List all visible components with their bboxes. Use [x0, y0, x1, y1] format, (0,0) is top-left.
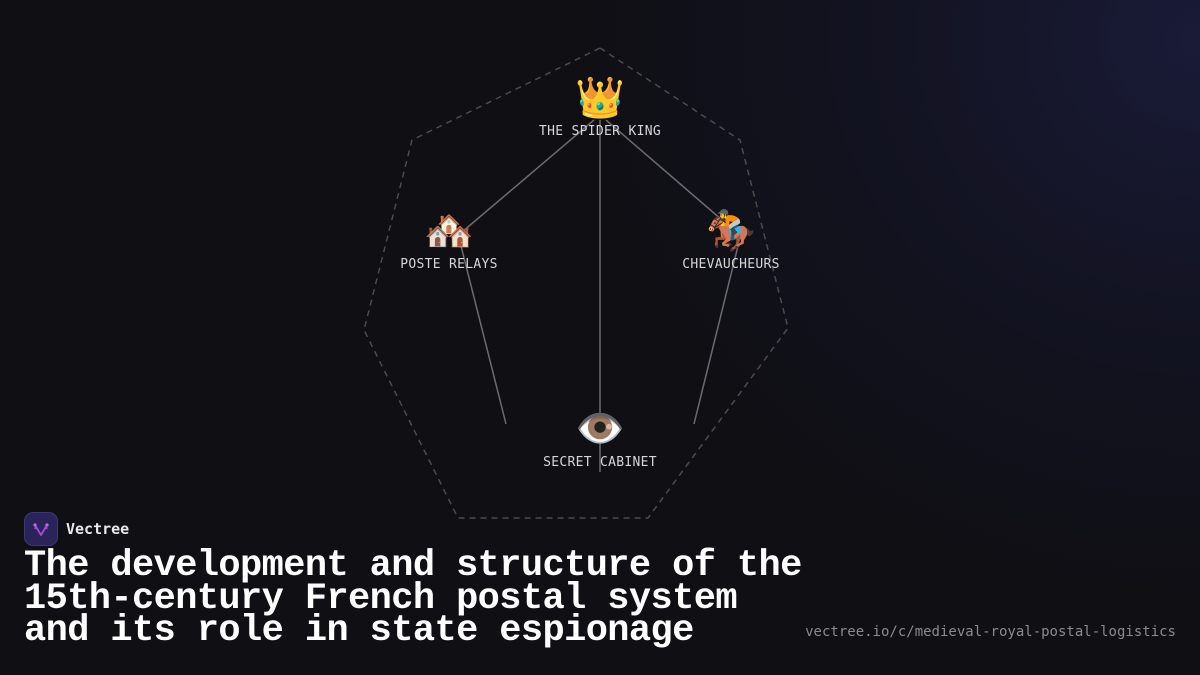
heptagon-frame [363, 47, 789, 519]
edge-riders-cabinet [693, 245, 739, 425]
eye-icon: 👁️ [575, 406, 625, 452]
node-spider-king[interactable]: 👑 THE SPIDER KING [539, 74, 661, 139]
edge-king-relays [461, 119, 595, 233]
brand-name: Vectree [66, 520, 130, 538]
crown-icon: 👑 [575, 75, 625, 121]
node-label: CHEVAUCHEURS [682, 257, 780, 272]
page-title: The development and structure of the 15t… [24, 545, 802, 652]
node-label: THE SPIDER KING [539, 124, 661, 139]
vectree-logo-icon [24, 512, 58, 546]
houses-icon: 🏘️ [424, 208, 474, 254]
source-url[interactable]: vectree.io/c/medieval-royal-postal-logis… [805, 624, 1176, 640]
edges [460, 119, 739, 472]
brand: Vectree [24, 512, 129, 546]
node-label: SECRET CABINET [543, 455, 657, 470]
node-poste-relays[interactable]: 🏘️ POSTE RELAYS [400, 207, 498, 272]
edge-king-riders [605, 119, 723, 221]
horse-racing-icon: 🏇 [706, 208, 756, 254]
title-line-2: 15th-century French postal system [24, 577, 738, 620]
node-secret-cabinet[interactable]: 👁️ SECRET CABINET [543, 405, 657, 470]
node-label: POSTE RELAYS [400, 257, 498, 272]
title-line-1: The development and structure of the [24, 545, 802, 587]
title-line-3: and its role in state espionage [24, 610, 694, 652]
node-chevaucheurs[interactable]: 🏇 CHEVAUCHEURS [682, 207, 780, 272]
edge-relays-cabinet [460, 245, 507, 425]
